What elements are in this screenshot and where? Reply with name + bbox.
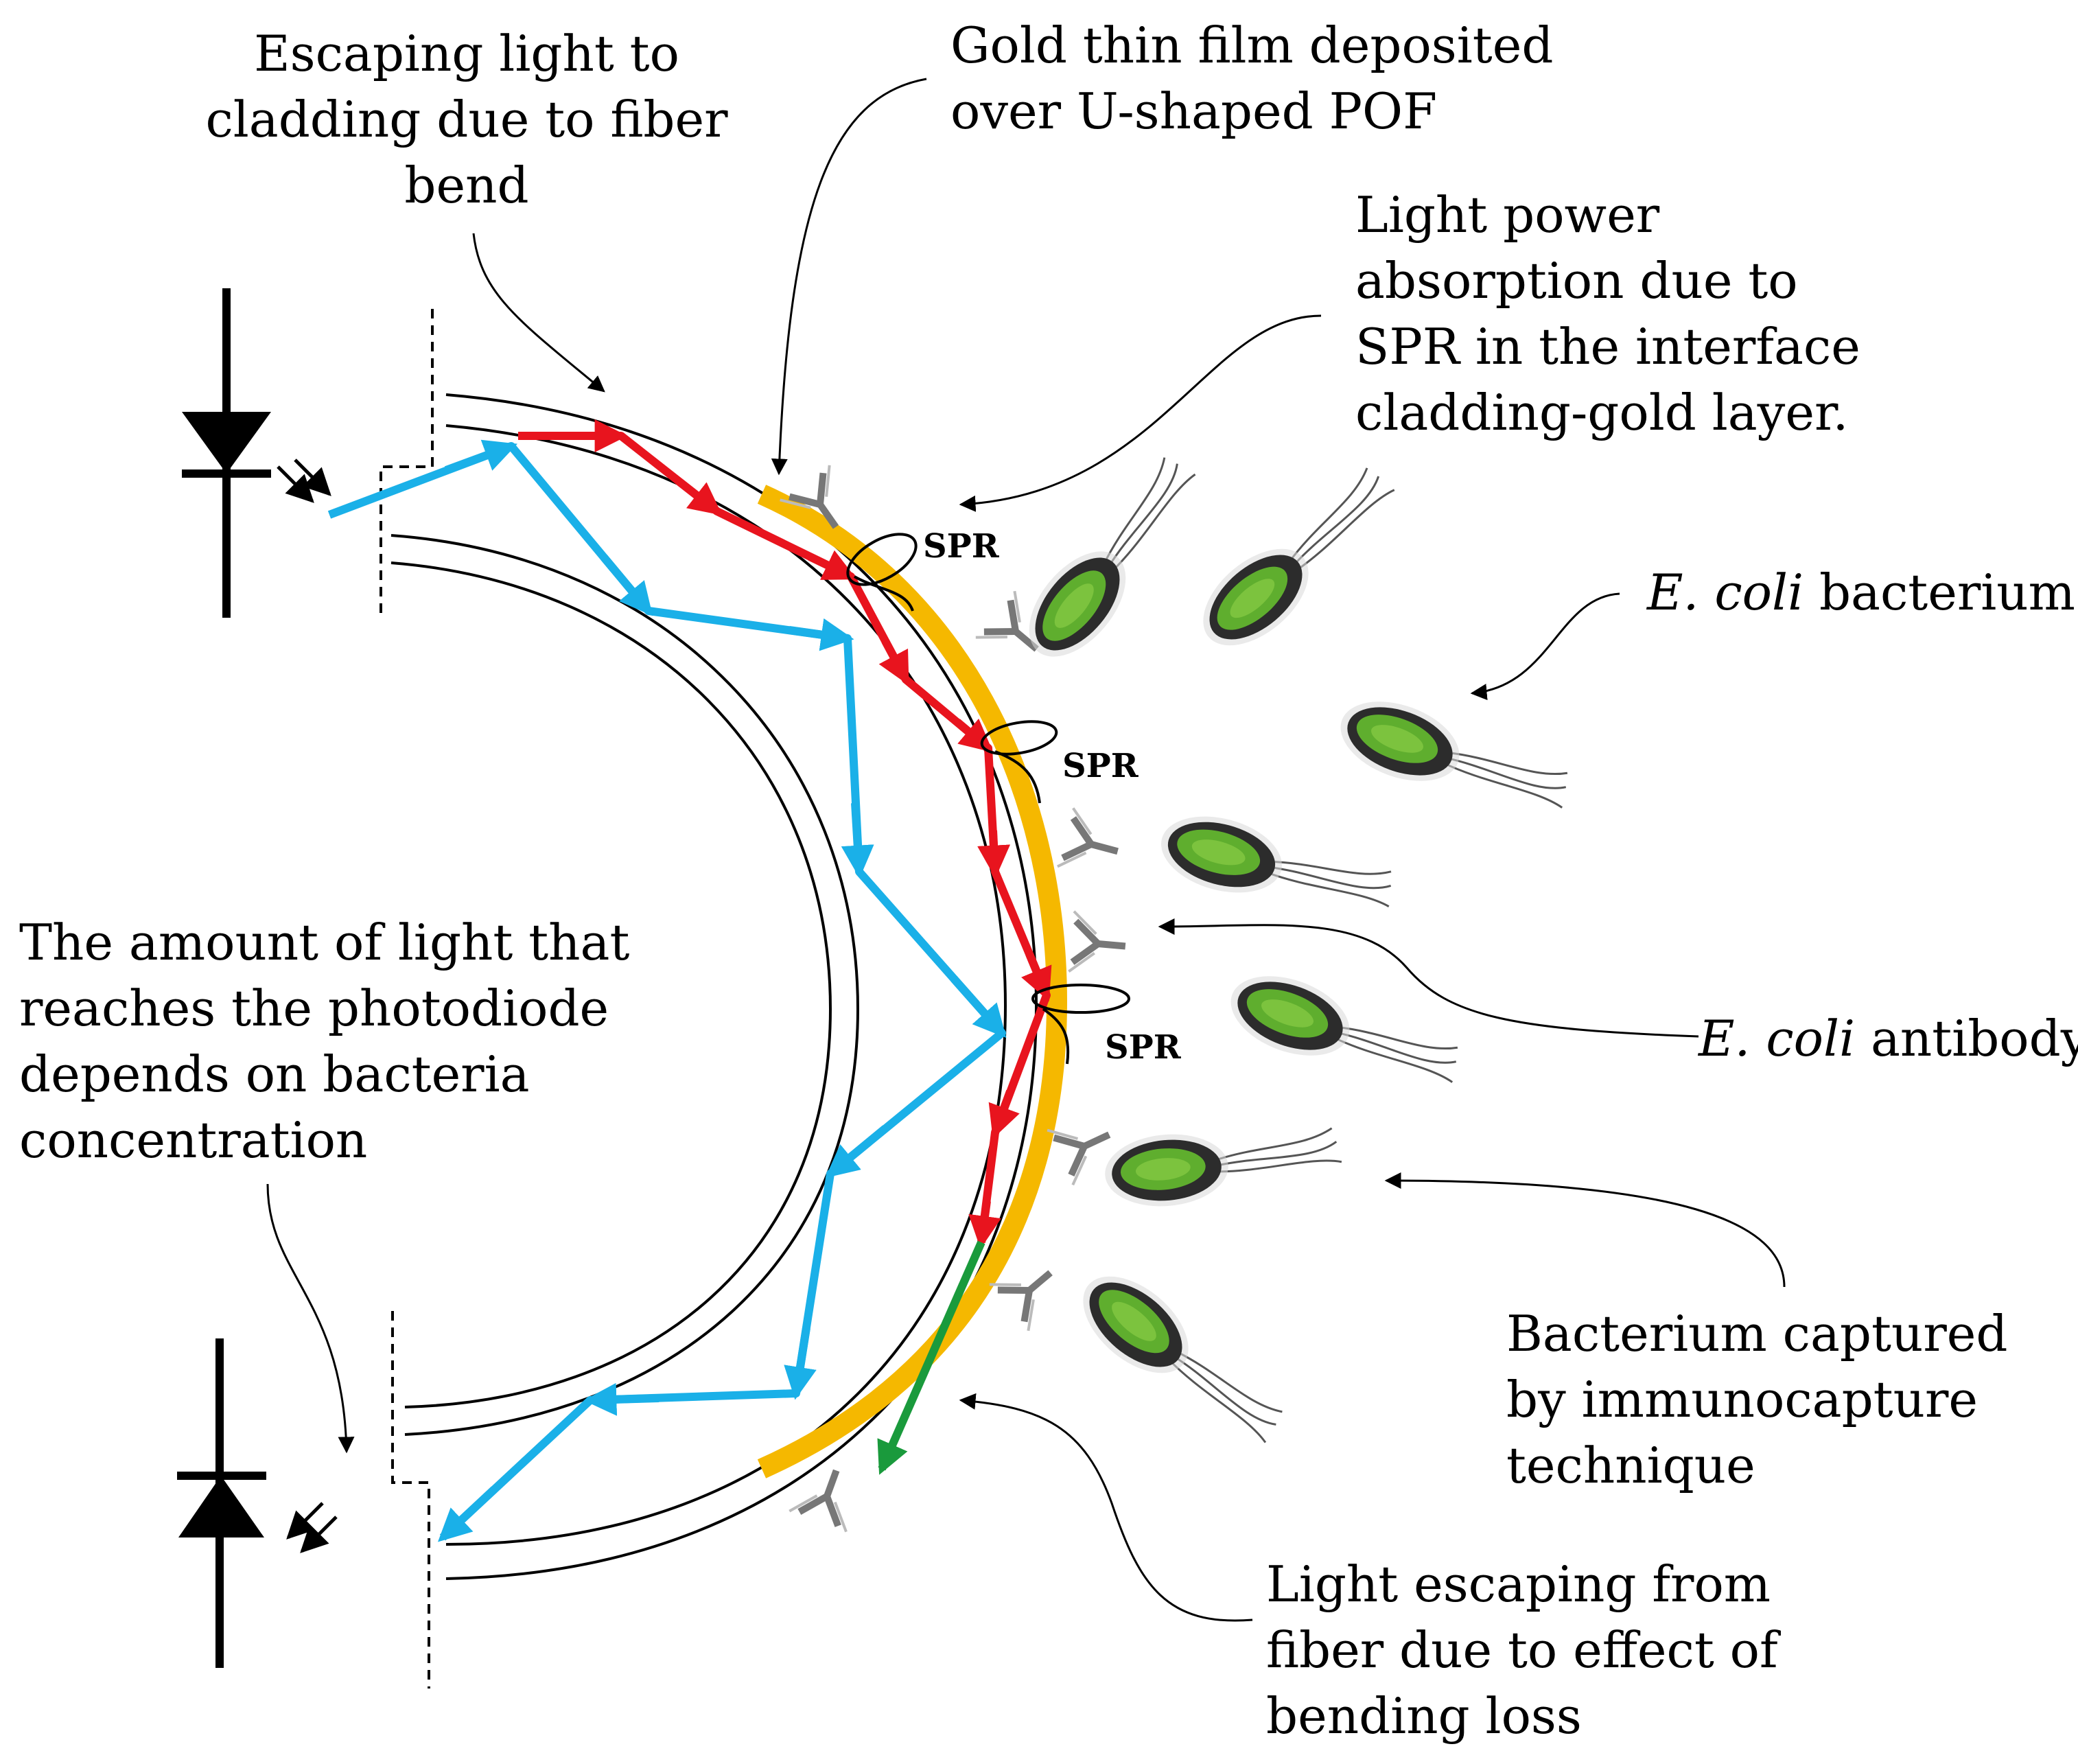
spr-label-1: SPR bbox=[923, 527, 999, 566]
spr-label-2: SPR bbox=[1062, 747, 1139, 785]
label-light-absorption: Light power absorption due to SPR in the… bbox=[1355, 186, 1860, 441]
label-ecoli-bacterium: E. coli bacterium bbox=[1647, 564, 2075, 621]
spr-loops bbox=[846, 533, 1130, 1065]
cyan-arrowheads bbox=[437, 439, 1007, 1542]
label-amount-light: The amount of light that reaches the pho… bbox=[19, 914, 630, 1169]
photodiode-detector-icon bbox=[177, 1338, 338, 1668]
label-gold-film: Gold thin film deposited over U-shaped P… bbox=[950, 16, 1554, 140]
label-light-escaping: Light escaping from fiber due to effect … bbox=[1266, 1555, 1778, 1745]
label-ecoli-antibody: E. coli antibody bbox=[1698, 1010, 2078, 1067]
leader-lines bbox=[266, 78, 1786, 1622]
gold-film bbox=[757, 485, 1068, 1478]
green-escaping-ray bbox=[877, 1240, 985, 1475]
label-bacterium-captured: Bacterium captured by immunocapture tech… bbox=[1506, 1305, 2008, 1494]
fiber-dashed-ends bbox=[380, 309, 434, 1688]
ecoli-bacterium-icon bbox=[1009, 445, 1578, 1466]
red-light-ray bbox=[518, 432, 1051, 1243]
label-escaping-cladding: Escaping light to cladding due to fiber … bbox=[205, 25, 728, 214]
cyan-light-ray bbox=[327, 442, 1006, 1541]
photodiode-emitter-icon bbox=[182, 288, 331, 618]
spr-label-3: SPR bbox=[1105, 1028, 1181, 1067]
